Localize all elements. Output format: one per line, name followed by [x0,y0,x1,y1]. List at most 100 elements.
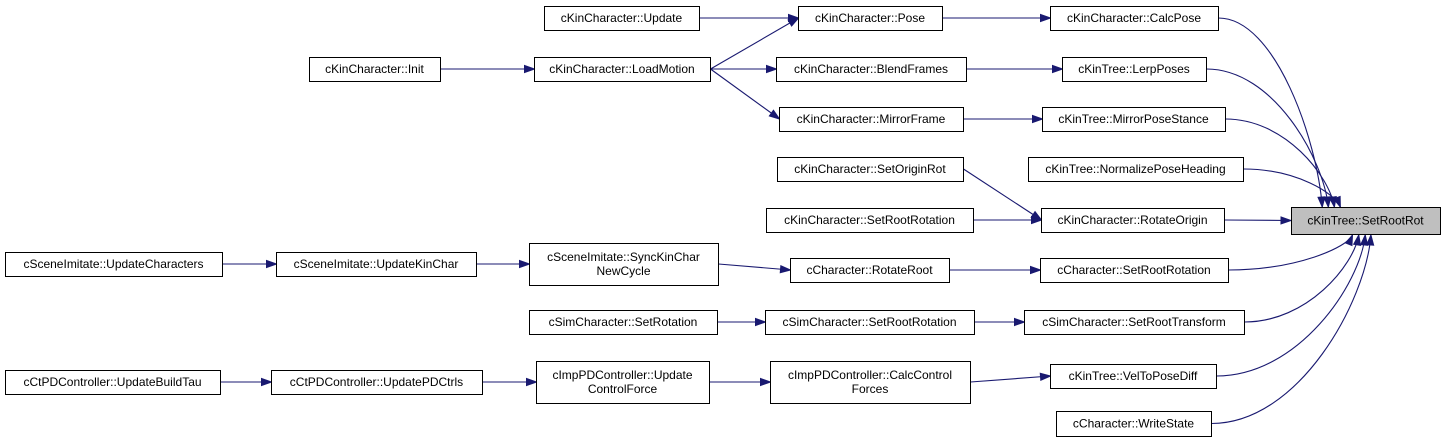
node-box [309,57,441,82]
edge-arrowhead [1344,233,1354,247]
node-box [1040,258,1229,283]
node-label: cKinCharacter::Pose [815,11,925,25]
node-box [790,258,950,283]
node-kc-loadmotion[interactable]: cKinCharacter::LoadMotion [534,57,711,82]
node-kc-mirrorframe[interactable]: cKinCharacter::MirrorFrame [779,107,964,132]
edge-kc-init-to-kc-loadmotion [440,64,537,74]
edge-arrowhead [1032,114,1045,124]
node-setrootrot[interactable]: cKinTree::SetRootRot [1291,207,1441,235]
edge-line [1216,234,1366,377]
edge-c-writestate-to-setrootrot [1211,233,1375,425]
node-label: cSceneImitate::UpdateKinChar [294,257,459,271]
node-label: cKinCharacter::MirrorFrame [797,112,946,126]
node-label: Forces [852,382,889,396]
edge-kc-pose-to-kc-calcpose [942,13,1053,23]
node-label: cCtPDController::UpdatePDCtrls [290,375,463,389]
node-label: cKinTree::SetRootRot [1307,214,1424,228]
node-kc-blendframes[interactable]: cKinCharacter::BlendFrames [776,57,967,82]
node-kc-setoriginrot[interactable]: cKinCharacter::SetOriginRot [777,157,964,182]
node-label: ControlForce [588,382,658,396]
edge-arrowhead [1352,233,1362,247]
edge-line [970,375,1051,383]
node-label: cSimCharacter::SetRotation [549,315,698,329]
node-label: cKinCharacter::Update [561,11,683,25]
edge-line [1218,17,1323,208]
edge-arrowhead [519,259,532,269]
edge-ct-updatebuildtau-to-ct-updatepdctrls [220,377,274,387]
node-kt-lerpposes[interactable]: cKinTree::LerpPoses [1062,57,1207,82]
node-si-updatecharacters[interactable]: cSceneImitate::UpdateCharacters [5,252,223,277]
node-label: cKinTree::LerpPoses [1078,62,1190,76]
node-label: NewCycle [596,264,650,278]
node-kc-update[interactable]: cKinCharacter::Update [544,6,700,31]
edge-arrowhead [1040,13,1053,23]
node-kt-veltoposediff[interactable]: cKinTree::VelToPoseDiff [1050,364,1217,389]
edge-kc-loadmotion-to-kc-blendframes [710,64,779,74]
node-box [1042,107,1226,132]
edge-arrowhead [1365,233,1375,246]
node-kt-normalizeposeheading[interactable]: cKinTree::NormalizePoseHeading [1028,157,1244,182]
node-ct-updatepdctrls[interactable]: cCtPDController::UpdatePDCtrls [271,370,483,395]
node-box [536,361,710,404]
node-box [271,370,483,395]
node-label: cSceneImitate::UpdateCharacters [23,257,203,271]
node-kc-setrootrotation[interactable]: cKinCharacter::SetRootRotation [766,208,974,233]
node-box [1062,57,1207,82]
node-c-rotateroot[interactable]: cCharacter::RotateRoot [790,258,950,283]
node-c-setrootrotation[interactable]: cCharacter::SetRootRotation [1040,258,1229,283]
node-box [529,310,718,335]
node-label: cCharacter::SetRootRotation [1057,263,1210,277]
edge-c-rotateroot-to-c-setrootrotation [949,265,1043,275]
node-box [1056,411,1212,437]
edge-kc-calcpose-to-setrootrot [1218,17,1326,209]
node-sc-setrootrotation[interactable]: cSimCharacter::SetRootRotation [765,310,975,335]
node-box [1050,364,1217,389]
node-box [276,252,477,277]
edge-kc-setrootrotation-to-kc-rotateorigin [973,215,1044,225]
node-box [765,310,975,335]
node-box [1024,310,1245,335]
edge-arrowhead [1359,233,1369,246]
node-label: cKinCharacter::SetRootRotation [784,213,955,227]
node-label: cSimCharacter::SetRootRotation [782,315,956,329]
node-kc-calcpose[interactable]: cKinCharacter::CalcPose [1050,6,1219,31]
edge-arrowhead [768,109,781,120]
node-si-updatekinchar[interactable]: cSceneImitate::UpdateKinChar [276,252,477,277]
edge-arrowhead [766,64,779,74]
edge-kc-loadmotion-to-kc-pose [710,17,800,70]
edge-arrowhead [266,259,279,269]
node-c-writestate[interactable]: cCharacter::WriteState [1056,411,1212,437]
node-ct-updatebuildtau[interactable]: cCtPDController::UpdateBuildTau [5,370,221,395]
node-label: cCharacter::RotateRoot [806,263,933,277]
node-label: cKinCharacter::BlendFrames [794,62,948,76]
node-sc-setroottransform[interactable]: cSimCharacter::SetRootTransform [1024,310,1245,335]
edge-arrowhead [1332,195,1341,209]
node-sc-setrotation[interactable]: cSimCharacter::SetRotation [529,310,718,335]
nodes-layer: cKinTree::SetRootRot cKinCharacter::Updat… [5,6,1441,437]
node-box [534,57,711,82]
edge-arrowhead [1317,196,1326,209]
node-kc-rotateorigin[interactable]: cKinCharacter::RotateOrigin [1041,208,1225,233]
edge-arrowhead [1052,64,1065,74]
edge-si-updatekinchar-to-si-synckinchar [476,259,532,269]
node-box [776,57,967,82]
edge-arrowhead [1323,196,1332,209]
node-kc-pose[interactable]: cKinCharacter::Pose [798,6,943,31]
edge-arrowhead [1014,317,1027,327]
edge-sc-setrootrotation-to-sc-setroottransform [974,317,1027,327]
edge-kc-rotateorigin-to-setrootrot [1224,216,1293,225]
edge-arrowhead [526,377,539,387]
edge-line [1244,234,1360,323]
edge-arrowhead [1031,215,1044,225]
node-box [544,6,700,31]
node-box [529,243,719,286]
node-kt-mirrorposestance[interactable]: cKinTree::MirrorPoseStance [1042,107,1226,132]
edge-arrowhead [1030,265,1043,275]
edge-line [963,168,1042,221]
node-kc-init[interactable]: cKinCharacter::Init [309,57,441,82]
edge-arrowhead [261,377,274,387]
